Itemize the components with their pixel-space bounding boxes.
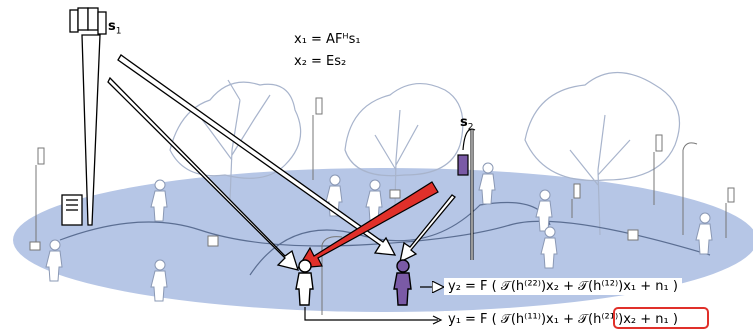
signal-arrow-tower-to-primary-user (107, 76, 299, 271)
cell-tower-secondary (457, 128, 476, 260)
s2-label: s2 (460, 115, 474, 133)
signal-arrow-secondary-tower-to-secondary-user (399, 194, 456, 264)
ground-path (59, 220, 711, 256)
secondary-user (393, 259, 412, 306)
cell-tower-primary (61, 7, 107, 226)
equation-y2: y₂ = F ( 𝒯(h⁽²²⁾)x₂ + 𝒯(h⁽¹²⁾)x₁ + n₁ ) (444, 278, 682, 295)
lamp-posts (29, 97, 735, 315)
primary-user (295, 259, 314, 306)
ground-path (249, 201, 551, 276)
pedestrian-group (45, 162, 713, 302)
equation-y1: y₁ = F ( 𝒯(h⁽¹¹⁾)x₁ + 𝒯(h⁽²¹⁾)x₂ + n₁ ) (444, 311, 682, 328)
equation-x2: x₂ = Es₂ (294, 54, 347, 69)
connector-primary-user (304, 307, 438, 321)
equation-x1: x₁ = AFᴴs₁ (294, 32, 361, 47)
interference-highlight-box (613, 307, 709, 329)
tree-right (524, 72, 681, 236)
s1-label: s1 (108, 19, 122, 37)
signal-arrows (107, 54, 456, 271)
signal-arrow-tower-to-secondary-user (117, 54, 397, 256)
tree-center (344, 83, 464, 206)
